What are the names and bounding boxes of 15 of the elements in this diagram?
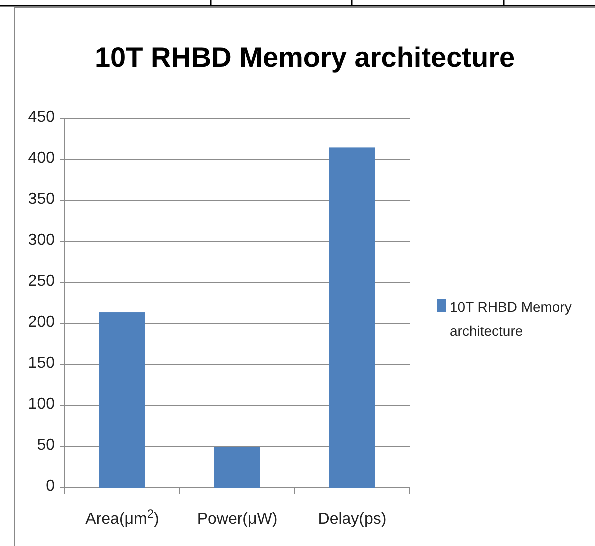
x-tick-label: Delay(ps) (318, 511, 387, 528)
x-tick-label: Power(μW) (197, 511, 278, 528)
y-tick-label: 150 (28, 356, 55, 372)
y-tick-label: 100 (28, 397, 55, 413)
y-tick-label: 200 (28, 315, 55, 331)
chart-title: 10T RHBD Memory architecture (94, 41, 516, 75)
legend-label: 10T RHBD Memory architecture (450, 298, 573, 341)
y-tick-label: 450 (28, 110, 55, 126)
y-tick-label: 350 (28, 192, 55, 208)
y-tick-label: 400 (28, 151, 55, 167)
y-tick-label: 50 (37, 438, 55, 454)
y-tick-label: 300 (28, 233, 55, 249)
y-tick-label: 0 (46, 479, 55, 495)
y-tick-label: 250 (28, 274, 55, 290)
x-tick-label: Area(μm$^{2}$) (86, 511, 160, 528)
